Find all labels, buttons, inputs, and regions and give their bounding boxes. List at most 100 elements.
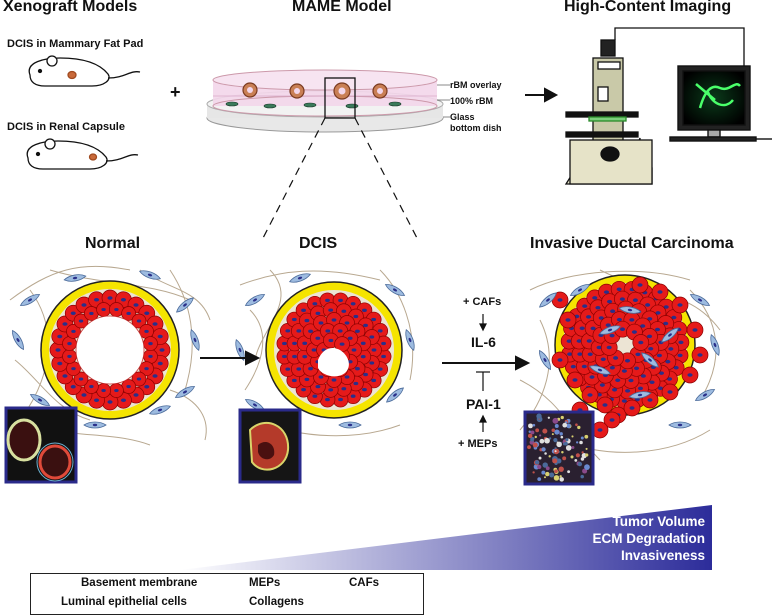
micrograph-speckle [554,450,557,453]
caf-nucleus [183,390,187,394]
micrograph-speckle [585,453,589,457]
cell-nucleus [613,356,619,360]
plus-sign: + [170,82,181,102]
micrograph-speckle [530,430,535,435]
cell-nucleus [152,322,158,326]
caf-nucleus [347,423,353,427]
cell-nucleus [576,339,582,343]
cell-nucleus [78,377,84,381]
micrograph-speckle [571,446,575,449]
caf-cell [539,292,557,308]
micrograph-speckle [551,428,556,433]
cell-nucleus [67,354,72,358]
micrograph-speckle [577,425,581,430]
micrograph-speckle [554,424,559,428]
micrograph-speckle [553,475,560,481]
caf-cell [338,421,362,429]
cell-nucleus [590,326,596,331]
micrograph-speckle [575,423,578,427]
legend-basement-label: Basement membrane [81,577,198,589]
cell-nucleus [603,290,610,294]
caf-cell [661,327,679,343]
pathway-meps: + MEPs [458,438,498,450]
cell-nucleus [657,290,663,294]
cell-nucleus [655,311,661,315]
cell-nucleus [377,329,383,333]
cell-nucleus [285,367,291,371]
cell-nucleus [633,366,640,371]
caf-cell [235,338,245,362]
cell-nucleus [355,329,360,333]
cell-nucleus [282,341,287,346]
legend-meps-label: MEPs [249,577,281,589]
caf-nucleus [92,423,98,427]
caf-cell [618,306,642,314]
cell-nucleus [344,321,350,325]
pathway-cafs: + CAFs [463,296,502,308]
gradient-ecm-degradation: ECM Degradation [592,531,705,546]
cell-nucleus [621,399,627,403]
micrograph-speckle [544,437,550,444]
micrograph-speckle [527,445,531,450]
micrograph-speckle [536,413,542,419]
cell-nucleus [577,352,583,356]
legend-collagens-label: Collagens [249,596,304,608]
dcis-duct [265,281,403,419]
cell-nucleus [302,355,308,359]
micrograph-speckle [560,435,564,439]
micrograph-speckle [584,464,590,470]
micrograph-speckle [574,458,578,462]
micrograph-speckle [538,456,542,460]
label-glass: Glass [450,112,475,122]
cell-nucleus [338,298,343,303]
micrograph-speckle [541,447,546,452]
cell-nucleus [586,339,592,343]
cell-nucleus [315,384,321,389]
micrograph-speckle [552,458,558,464]
cell-nucleus [301,308,306,312]
cell-nucleus [606,345,612,350]
micrograph-speckle [562,456,567,461]
cell-nucleus [339,342,345,346]
cell-nucleus [605,323,611,327]
caf-cell [174,386,196,398]
micrograph-speckle [548,437,552,440]
cell-nucleus [612,388,618,392]
cell-nucleus [318,375,324,379]
micrograph-speckle [548,455,551,458]
cell-nucleus [70,385,76,389]
cell-nucleus [597,428,603,432]
label-rbm-overlay: rBM overlay [450,80,502,90]
cell-nucleus [144,385,150,389]
caf-nucleus [147,273,153,277]
monitor-icon [669,65,772,142]
cell-nucleus [350,302,356,306]
micrograph-speckle [539,438,545,444]
cell-nucleus [371,348,377,352]
micrograph-speckle [580,436,584,440]
cell-nucleus [292,341,297,346]
cell-nucleus [557,298,563,302]
cell-nucleus [325,397,330,402]
cell-nucleus [157,334,163,339]
caf-cell [641,352,659,368]
caf-cell [386,387,404,403]
cell-nucleus [81,393,87,397]
cell-nucleus [341,309,347,313]
cell-nucleus [609,418,615,422]
cell-nucleus [301,388,306,392]
cell-nucleus [598,316,604,320]
micrograph-speckle [554,469,558,474]
caf-cell [176,297,194,313]
cell-nucleus [566,339,572,343]
cell-nucleus [656,353,662,358]
caf-nucleus [597,368,603,372]
caf-cell [710,333,720,357]
micrograph-speckle [575,441,579,444]
cell-nucleus [610,309,616,313]
cell-nucleus [635,352,641,357]
cell-nucleus [57,334,63,339]
caf-nucleus [38,398,42,402]
cell-nucleus [666,377,673,381]
cell-nucleus [120,298,127,302]
